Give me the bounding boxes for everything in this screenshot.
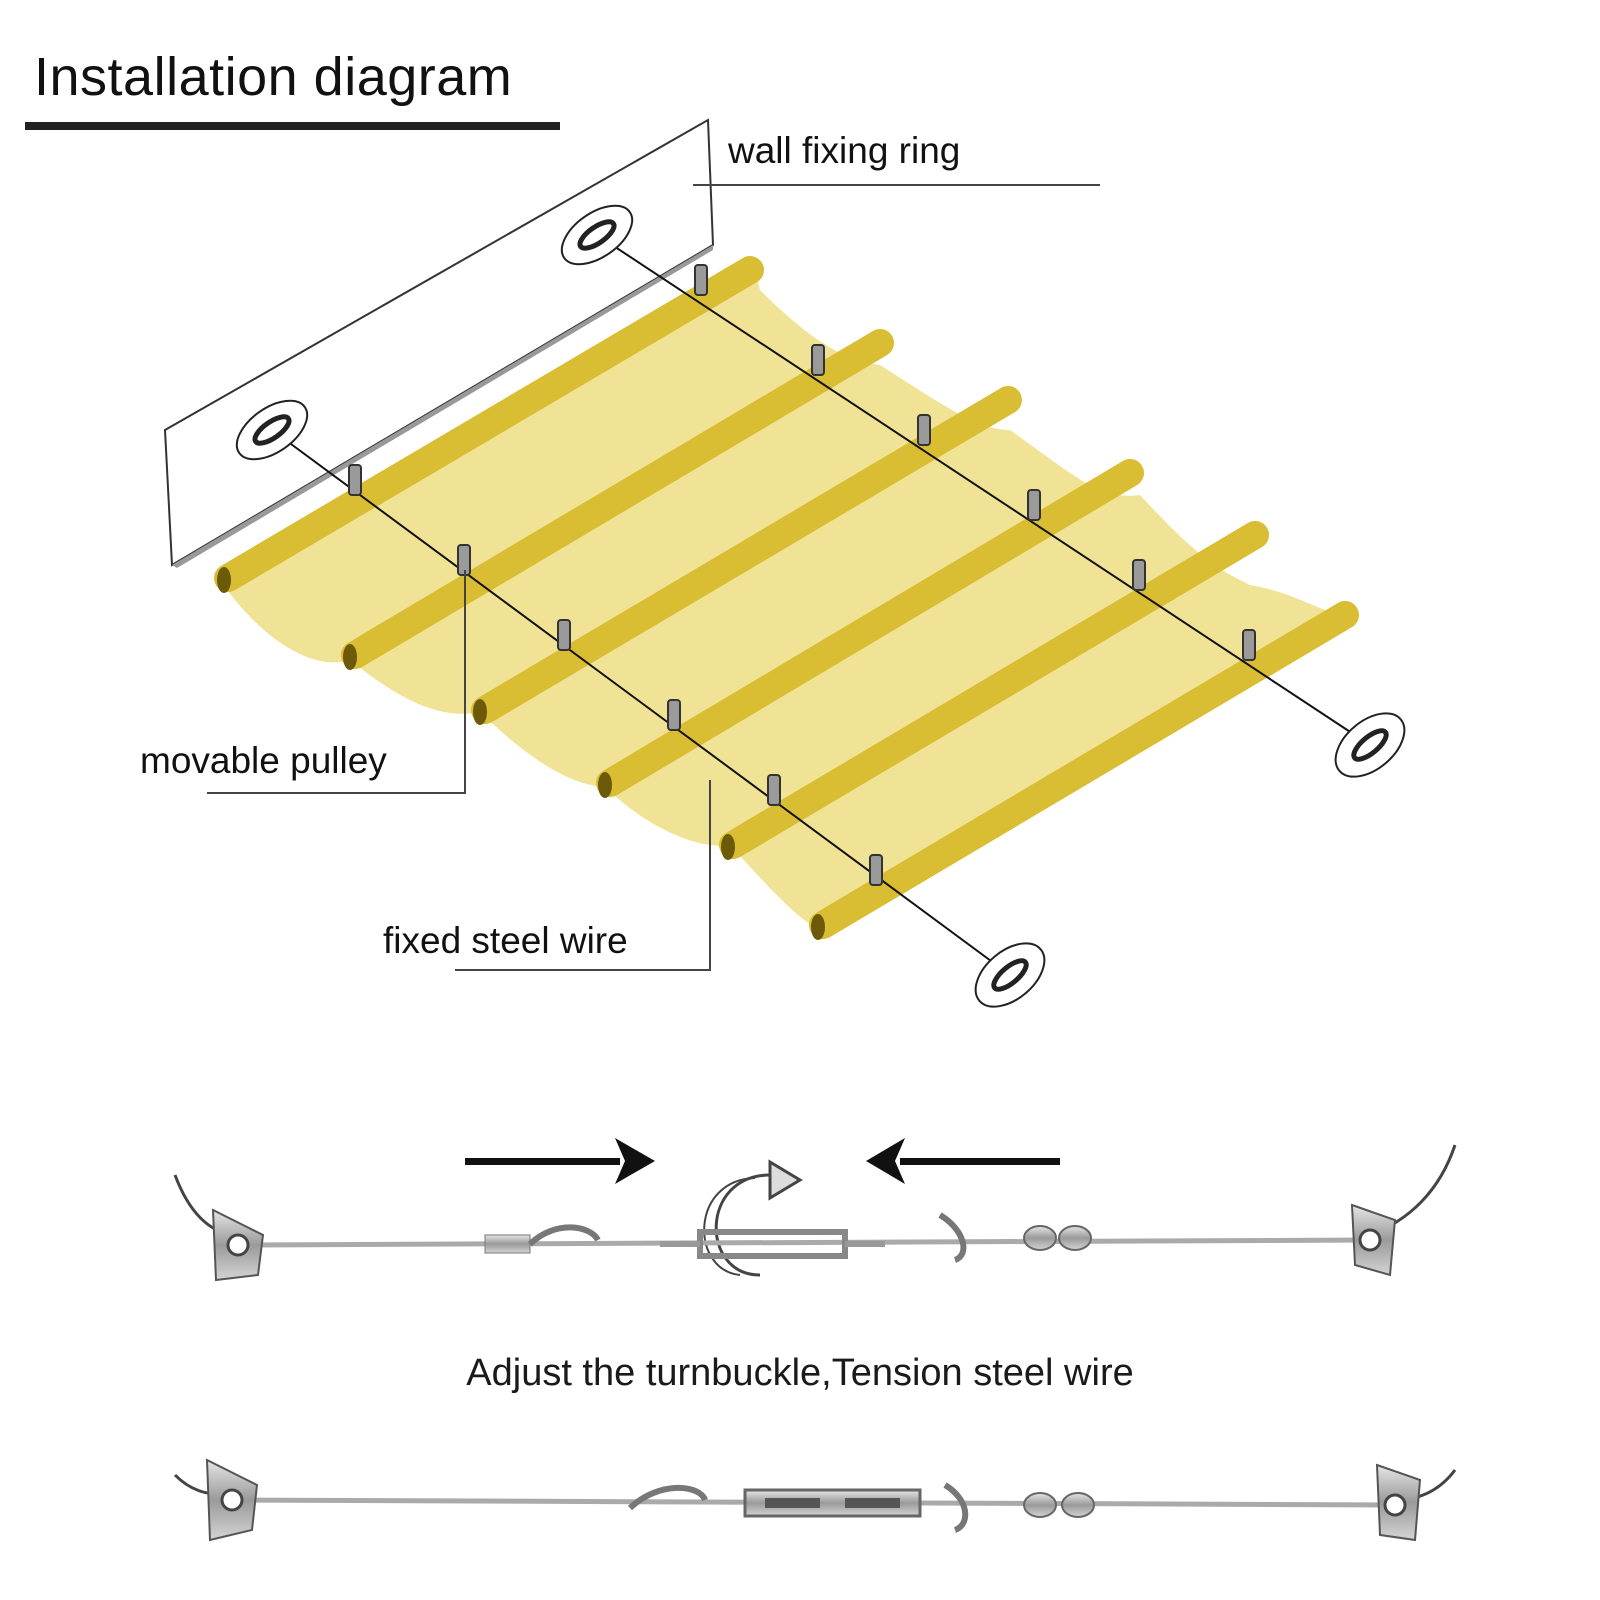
eye-plate-right xyxy=(1350,1203,1397,1277)
shade-rods xyxy=(214,256,1359,939)
shade-fabric xyxy=(222,270,1345,930)
wire-assembly-loose xyxy=(173,1144,1457,1282)
pulley xyxy=(694,264,708,296)
wire-assembly-tensioned xyxy=(173,1458,1457,1542)
wire-left xyxy=(271,429,1011,976)
rod-ends xyxy=(217,567,825,940)
pulley xyxy=(1242,629,1256,661)
rod-2 xyxy=(341,329,894,669)
wall-fixing-rings xyxy=(235,204,1406,1008)
rod-5 xyxy=(719,521,1269,859)
ring-wall-left xyxy=(235,399,309,461)
title-underline xyxy=(25,122,560,130)
arrow-left-shaft xyxy=(900,1158,1060,1165)
hook xyxy=(938,1212,967,1263)
ring-ground-right xyxy=(1334,712,1406,778)
pulley xyxy=(348,464,362,496)
arrow-right-shaft xyxy=(465,1158,620,1165)
caption: Adjust the turnbuckle,Tension steel wire xyxy=(466,1352,1134,1394)
tension-arrows xyxy=(465,1138,1060,1184)
ferrule xyxy=(484,1234,531,1254)
leader-movable-pulley xyxy=(207,570,466,794)
rod-3 xyxy=(471,386,1022,724)
pulley xyxy=(557,619,571,651)
leader-lines xyxy=(207,184,1100,971)
thimble xyxy=(527,1224,601,1247)
pulley xyxy=(667,699,681,731)
pulley xyxy=(811,344,825,376)
label-movable-pulley: movable pulley xyxy=(140,740,387,781)
page-title: Installation diagram xyxy=(34,47,513,107)
eye-plate-left xyxy=(211,1208,265,1282)
pulley xyxy=(1132,559,1146,591)
pulley xyxy=(917,414,931,446)
steel-wires xyxy=(271,234,1371,976)
turnbuckle xyxy=(743,1488,922,1518)
eye-plate-right xyxy=(1375,1463,1422,1542)
ring-ground-left xyxy=(974,942,1046,1008)
wire-clips xyxy=(1023,1492,1095,1518)
pulley xyxy=(1027,489,1041,521)
cable xyxy=(239,1237,1371,1248)
ring-wall-right xyxy=(560,204,634,266)
movable-pulleys xyxy=(348,264,1256,886)
label-wall-fixing-ring: wall fixing ring xyxy=(728,130,961,171)
eye-plate-left xyxy=(205,1458,259,1542)
pulley xyxy=(869,854,883,886)
rotate-arrow-icon xyxy=(703,1159,803,1277)
label-fixed-steel-wire: fixed steel wire xyxy=(383,920,628,961)
pulley xyxy=(767,774,781,806)
hook xyxy=(943,1482,969,1533)
rod-6 xyxy=(809,601,1359,939)
wire-right xyxy=(596,234,1371,746)
turnbuckle xyxy=(660,1229,885,1259)
rod-4 xyxy=(596,459,1144,797)
rod-1 xyxy=(214,256,764,592)
wire-clips xyxy=(1023,1225,1092,1251)
arrow-left-head xyxy=(866,1138,905,1184)
thimble xyxy=(627,1484,708,1511)
leader-fixed-steel-wire xyxy=(455,780,711,971)
arrow-right-head xyxy=(615,1138,655,1184)
